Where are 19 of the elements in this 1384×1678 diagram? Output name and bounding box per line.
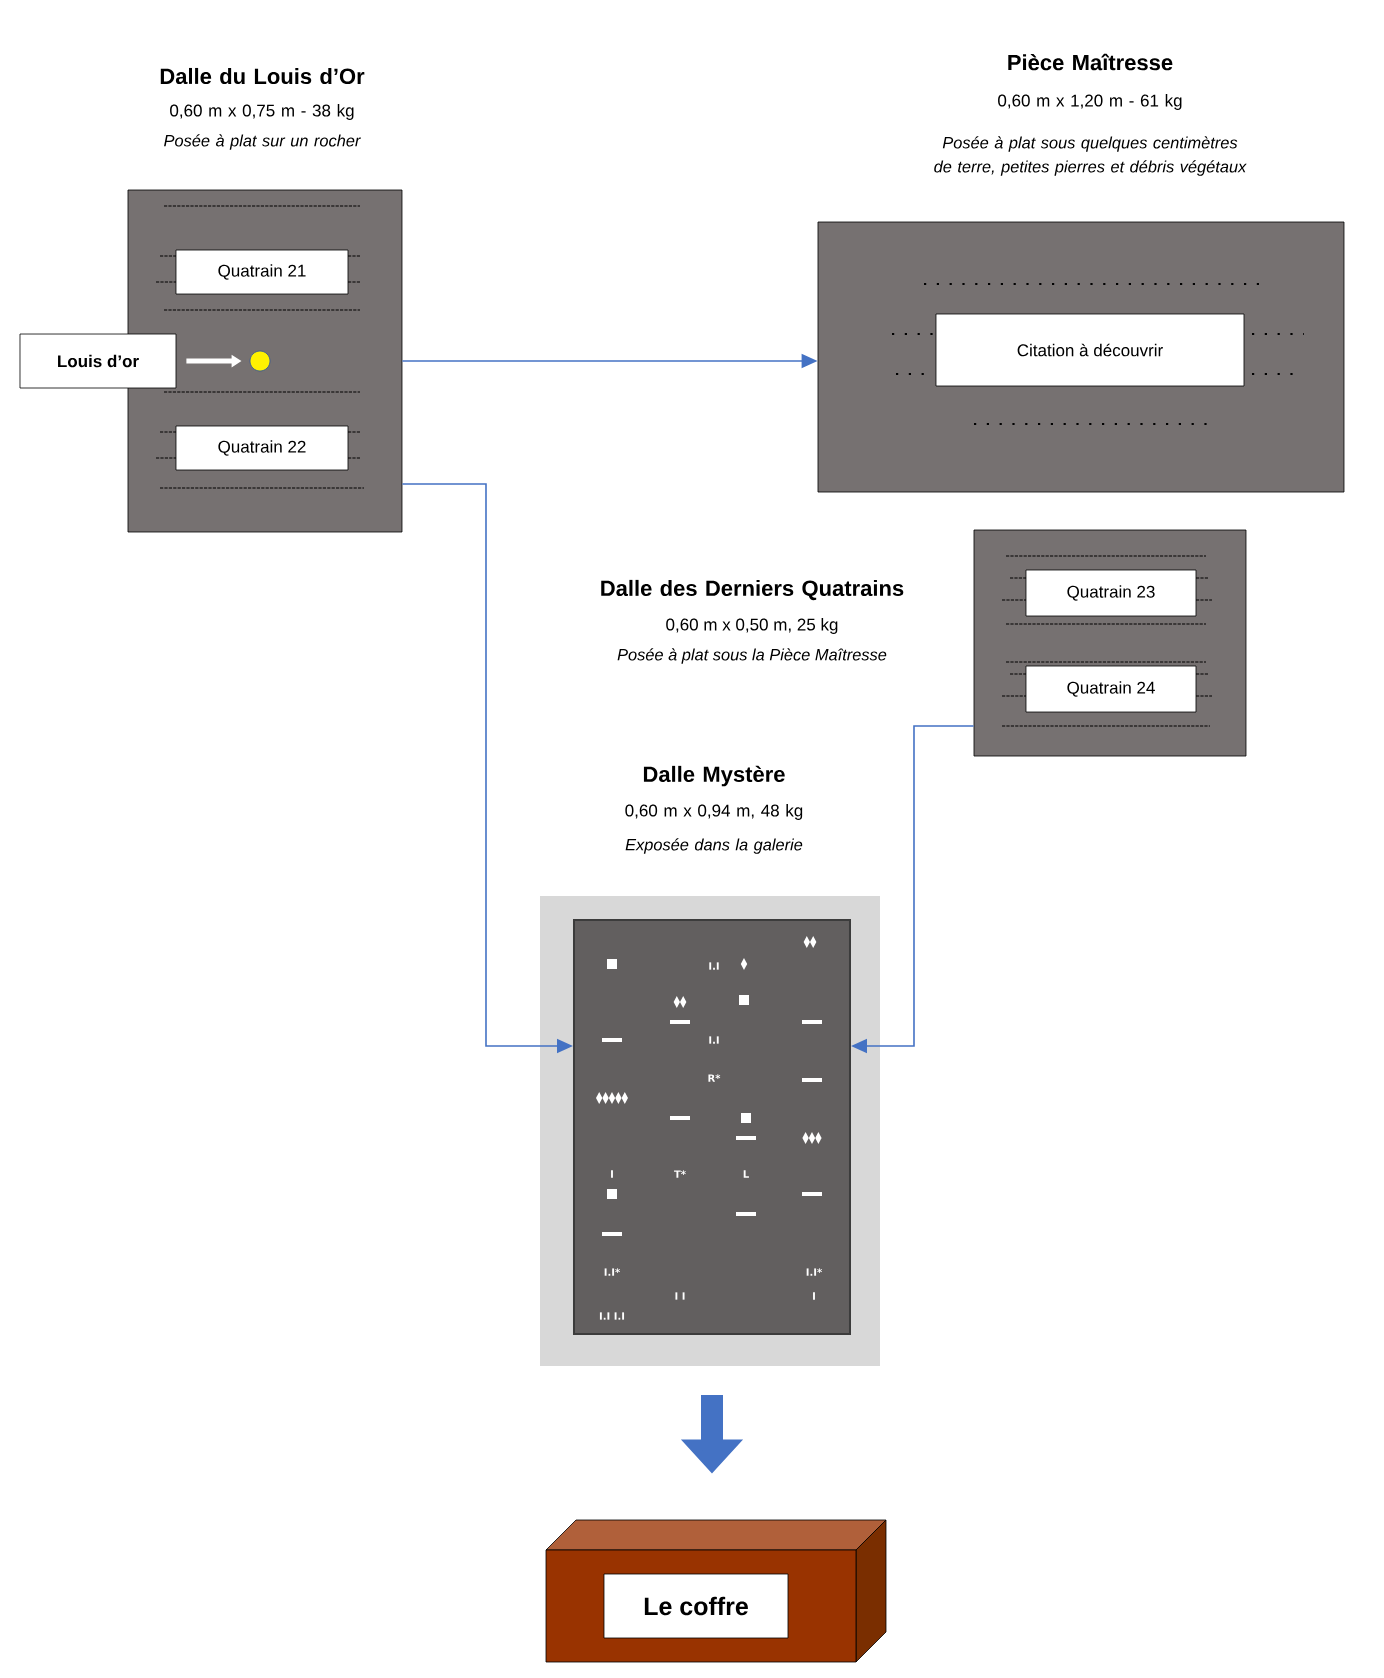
slab-note: Exposée dans la galerie <box>625 838 803 854</box>
coin <box>249 350 271 372</box>
slab-dimensions: 0,60 m x 0,75 m - 38 kg <box>170 104 354 120</box>
slab-title: Pièce Maîtresse <box>1008 53 1173 71</box>
slab-note: Posée à plat sur un rocher <box>164 134 361 150</box>
text-box: Quatrain 23 <box>1025 569 1197 617</box>
slab-title: Dalle Mystère <box>643 765 785 787</box>
text-box: Quatrain 24 <box>1025 665 1197 713</box>
slab-note: Posée à plat sous la Pièce Maîtresse <box>617 648 887 664</box>
slab-dimensions: 0,60 m x 0,94 m, 48 kg <box>625 804 803 820</box>
slab-dimensions: 0,60 m x 1,20 m - 61 kg <box>998 94 1182 110</box>
text-box: Quatrain 21 <box>175 249 349 295</box>
text-box: Quatrain 22 <box>175 425 349 471</box>
slab-dimensions: 0,60 m x 0,50 m, 25 kg <box>666 618 838 634</box>
label-box: Louis d’or <box>19 333 177 389</box>
slab-note: Posée à plat sous quelques centimètres de terre, petites pierres et débris végétaux <box>934 136 1247 176</box>
slab-title: Dalle des Derniers Quatrains <box>601 579 904 601</box>
slab-title: Dalle du Louis d’Or <box>160 67 365 85</box>
text-box: Citation à découvrir <box>935 313 1245 387</box>
